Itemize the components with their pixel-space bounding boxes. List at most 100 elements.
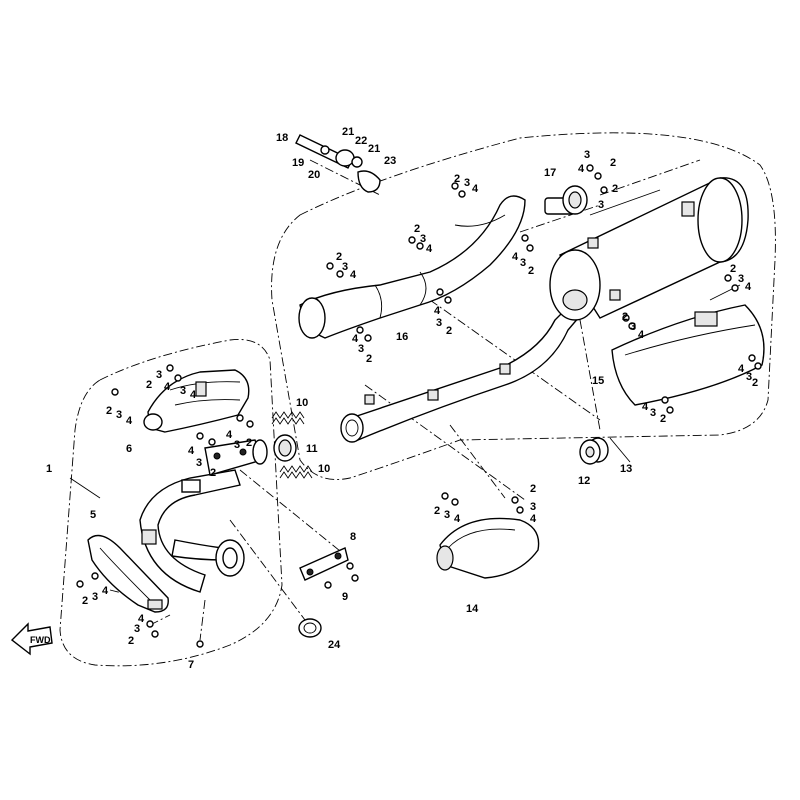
callout-3: 3: [630, 321, 636, 333]
callout-19: 19: [292, 157, 304, 169]
callout-3: 3: [584, 149, 590, 161]
callout-3: 3: [134, 623, 140, 635]
callout-2: 2: [610, 157, 616, 169]
callout-2: 2: [660, 413, 666, 425]
callout-3: 3: [420, 233, 426, 245]
callout-2: 2: [106, 405, 112, 417]
callout-23: 23: [384, 155, 396, 167]
callout-3: 3: [520, 257, 526, 269]
callout-2: 2: [336, 251, 342, 263]
callout-3: 3: [342, 261, 348, 273]
callout-4: 4: [188, 445, 195, 457]
callout-8: 8: [350, 531, 356, 543]
callout-4: 4: [472, 183, 479, 195]
callout-2: 2: [246, 437, 252, 449]
callout-4: 4: [226, 429, 233, 441]
callout-2: 2: [82, 595, 88, 607]
callout-3: 3: [358, 343, 364, 355]
callout-3: 3: [650, 407, 656, 419]
callout-2: 2: [128, 635, 134, 647]
callout-4: 4: [642, 401, 649, 413]
callout-3: 3: [598, 199, 604, 211]
callout-4: 4: [454, 513, 461, 525]
group-1-outline: [59, 338, 283, 667]
callout-3: 3: [234, 439, 240, 451]
callout-2: 2: [146, 379, 152, 391]
callout-3: 3: [180, 385, 186, 397]
callout-3: 3: [464, 177, 470, 189]
callout-3: 3: [196, 457, 202, 469]
callout-2: 2: [366, 353, 372, 365]
callout-4: 4: [126, 415, 133, 427]
callout-1: 1: [46, 463, 52, 475]
callout-4: 4: [350, 269, 357, 281]
mid-pipe-assembly: [340, 299, 586, 443]
callout-12: 12: [578, 475, 590, 487]
callout-5: 5: [90, 509, 96, 521]
callout-2: 2: [446, 325, 452, 337]
callout-10b: 10: [318, 463, 330, 475]
callout-2: 2: [730, 263, 736, 275]
callout-10a: 10: [296, 397, 308, 409]
muffler-13: [549, 177, 749, 321]
callout-20: 20: [308, 169, 320, 181]
spark-arrestor-17: [544, 185, 588, 215]
header-pipe-assembly: [139, 439, 268, 593]
fwd-label: FWD: [30, 635, 51, 645]
callout-2: 2: [454, 173, 460, 185]
callout-3: 3: [530, 501, 536, 513]
callout-2: 2: [414, 223, 420, 235]
forward-arrow-icon: FWD: [10, 622, 53, 656]
callout-3: 3: [92, 591, 98, 603]
callout-14: 14: [466, 603, 479, 615]
callout-4: 4: [745, 281, 752, 293]
fasteners: [76, 164, 762, 648]
callout-2: 2: [528, 265, 534, 277]
heat-shield-15: [611, 304, 765, 406]
callout-17: 17: [544, 167, 556, 179]
gasket-24: [298, 618, 322, 638]
callout-4: 4: [530, 513, 537, 525]
callout-15: 15: [592, 375, 604, 387]
callout-3: 3: [738, 273, 744, 285]
callout-2: 2: [530, 483, 536, 495]
callout-2: 2: [612, 183, 618, 195]
callout-4: 4: [434, 305, 441, 317]
callout-4: 4: [138, 613, 145, 625]
callout-21b: 21: [368, 143, 380, 155]
callout-16: 16: [396, 331, 408, 343]
callout-7: 7: [188, 659, 194, 671]
callout-22: 22: [355, 135, 367, 147]
heat-shield-16: [298, 195, 526, 339]
callout-24: 24: [328, 639, 341, 651]
callout-3: 3: [746, 371, 752, 383]
callout-labels: 1 5 6 7 8 9 10 10 11 12 13 14 15 16 17 1…: [46, 126, 758, 671]
callout-4: 4: [164, 381, 171, 393]
bracket-8: [299, 547, 349, 581]
callout-9: 9: [342, 591, 348, 603]
grommet-12: [579, 437, 609, 465]
callout-3: 3: [436, 317, 442, 329]
callout-4: 4: [578, 163, 585, 175]
hanger-assembly: [295, 134, 381, 193]
callout-2: 2: [622, 311, 628, 323]
callout-4: 4: [352, 333, 359, 345]
heat-shield-5: [87, 534, 169, 613]
callout-3: 3: [116, 409, 122, 421]
heat-shield-14: [436, 517, 540, 579]
callout-2: 2: [752, 377, 758, 389]
callout-2: 2: [210, 467, 216, 479]
callout-6: 6: [126, 443, 132, 455]
callout-4: 4: [102, 585, 109, 597]
callout-21a: 21: [342, 126, 354, 138]
callout-4: 4: [512, 251, 519, 263]
callout-4: 4: [426, 243, 433, 255]
springs-and-gasket: [271, 411, 313, 479]
callout-3: 3: [156, 369, 162, 381]
callout-3: 3: [444, 509, 450, 521]
callout-13: 13: [620, 463, 632, 475]
heat-shield-6: [143, 369, 250, 433]
callout-11: 11: [306, 443, 318, 455]
callout-18: 18: [276, 132, 288, 144]
